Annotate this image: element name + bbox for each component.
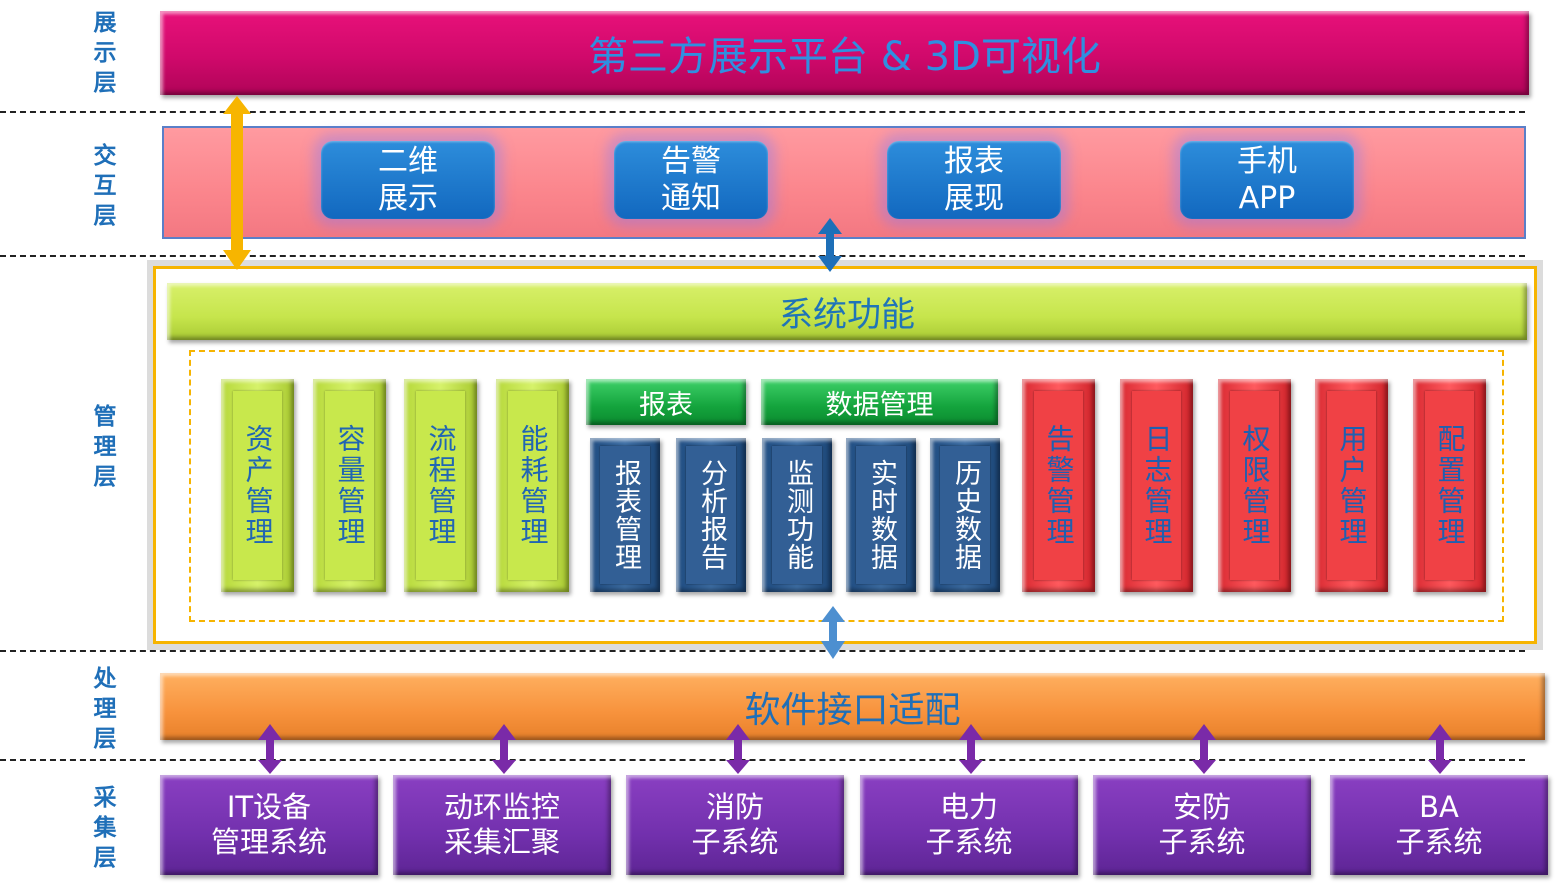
subsystem-ba[interactable]: BA 子系统 <box>1330 775 1548 875</box>
module-label: 流程管理 <box>424 423 458 548</box>
software-interface-bar: 软件接口适配 <box>160 673 1545 740</box>
module-label: 资产管理 <box>241 423 275 548</box>
module-monitoring[interactable]: 监测功能 <box>762 438 832 592</box>
subsystem-it-equipment[interactable]: IT设备 管理系统 <box>160 775 378 875</box>
double-arrow-icon <box>818 218 842 272</box>
module-area <box>189 350 1504 622</box>
processing-layer-label: 处 理 层 <box>93 666 117 752</box>
separator-line <box>0 759 1525 761</box>
display-layer-label: 展 示 层 <box>93 10 117 96</box>
module-label: 权限管理 <box>1238 423 1272 548</box>
module-process-management[interactable]: 流程管理 <box>404 379 477 592</box>
double-arrow-icon <box>1428 724 1452 774</box>
module-label: 日志管理 <box>1140 423 1174 548</box>
double-arrow-icon <box>821 606 845 659</box>
module-asset-management[interactable]: 资产管理 <box>221 379 294 592</box>
module-capacity-management[interactable]: 容量管理 <box>313 379 386 592</box>
subsystem-security[interactable]: 安防 子系统 <box>1093 775 1311 875</box>
module-label: 历史数据 <box>950 459 981 571</box>
module-report-management[interactable]: 报表管理 <box>590 438 660 592</box>
separator-line <box>0 111 1525 113</box>
module-label: 能耗管理 <box>516 423 550 548</box>
module-label: 容量管理 <box>333 423 367 548</box>
subsystem-fire-protection[interactable]: 消防 子系统 <box>626 775 844 875</box>
subsystem-power-env-monitoring[interactable]: 动环监控 采集汇聚 <box>393 775 611 875</box>
software-interface-label: 软件接口适配 <box>744 689 961 731</box>
display-platform-bar: 第三方展示平台 & 3D可视化 <box>160 11 1529 95</box>
double-arrow-icon <box>1192 724 1216 774</box>
module-history-data[interactable]: 历史数据 <box>930 438 1000 592</box>
module-label: 分析报告 <box>696 459 727 571</box>
module-label: 报表管理 <box>610 459 641 571</box>
module-log-management[interactable]: 日志管理 <box>1120 379 1193 592</box>
double-arrow-icon <box>492 724 516 774</box>
management-layer-label: 管 理 层 <box>93 404 117 490</box>
interaction-layer-label: 交 互 层 <box>93 143 117 229</box>
double-arrow-icon <box>258 724 282 774</box>
double-arrow-icon <box>223 96 251 270</box>
system-function-bar: 系统功能 <box>167 283 1527 340</box>
display-platform-label: 第三方展示平台 & 3D可视化 <box>588 34 1101 80</box>
double-arrow-icon <box>959 724 983 774</box>
module-analysis-report[interactable]: 分析报告 <box>676 438 746 592</box>
module-energy-management[interactable]: 能耗管理 <box>496 379 569 592</box>
separator-line <box>0 255 1525 257</box>
button-alarm-notify[interactable]: 告警 通知 <box>614 141 768 219</box>
report-group-header: 报表 <box>586 379 746 425</box>
module-label: 用户管理 <box>1335 423 1369 548</box>
button-mobile-app[interactable]: 手机 APP <box>1180 141 1354 219</box>
separator-line <box>0 650 1525 652</box>
button-2d-display[interactable]: 二维 展示 <box>321 141 495 219</box>
module-alarm-management[interactable]: 告警管理 <box>1022 379 1095 592</box>
button-report-view[interactable]: 报表 展现 <box>887 141 1061 219</box>
module-config-management[interactable]: 配置管理 <box>1413 379 1486 592</box>
data-group-header: 数据管理 <box>761 379 998 425</box>
module-realtime-data[interactable]: 实时数据 <box>846 438 916 592</box>
system-function-label: 系统功能 <box>779 295 915 335</box>
double-arrow-icon <box>726 724 750 774</box>
module-label: 实时数据 <box>866 459 897 571</box>
collection-layer-label: 采 集 层 <box>93 785 117 871</box>
module-label: 监测功能 <box>782 459 813 571</box>
module-user-management[interactable]: 用户管理 <box>1315 379 1388 592</box>
module-label: 配置管理 <box>1433 423 1467 548</box>
subsystem-electric-power[interactable]: 电力 子系统 <box>860 775 1078 875</box>
module-label: 告警管理 <box>1042 423 1076 548</box>
module-permission-management[interactable]: 权限管理 <box>1218 379 1291 592</box>
